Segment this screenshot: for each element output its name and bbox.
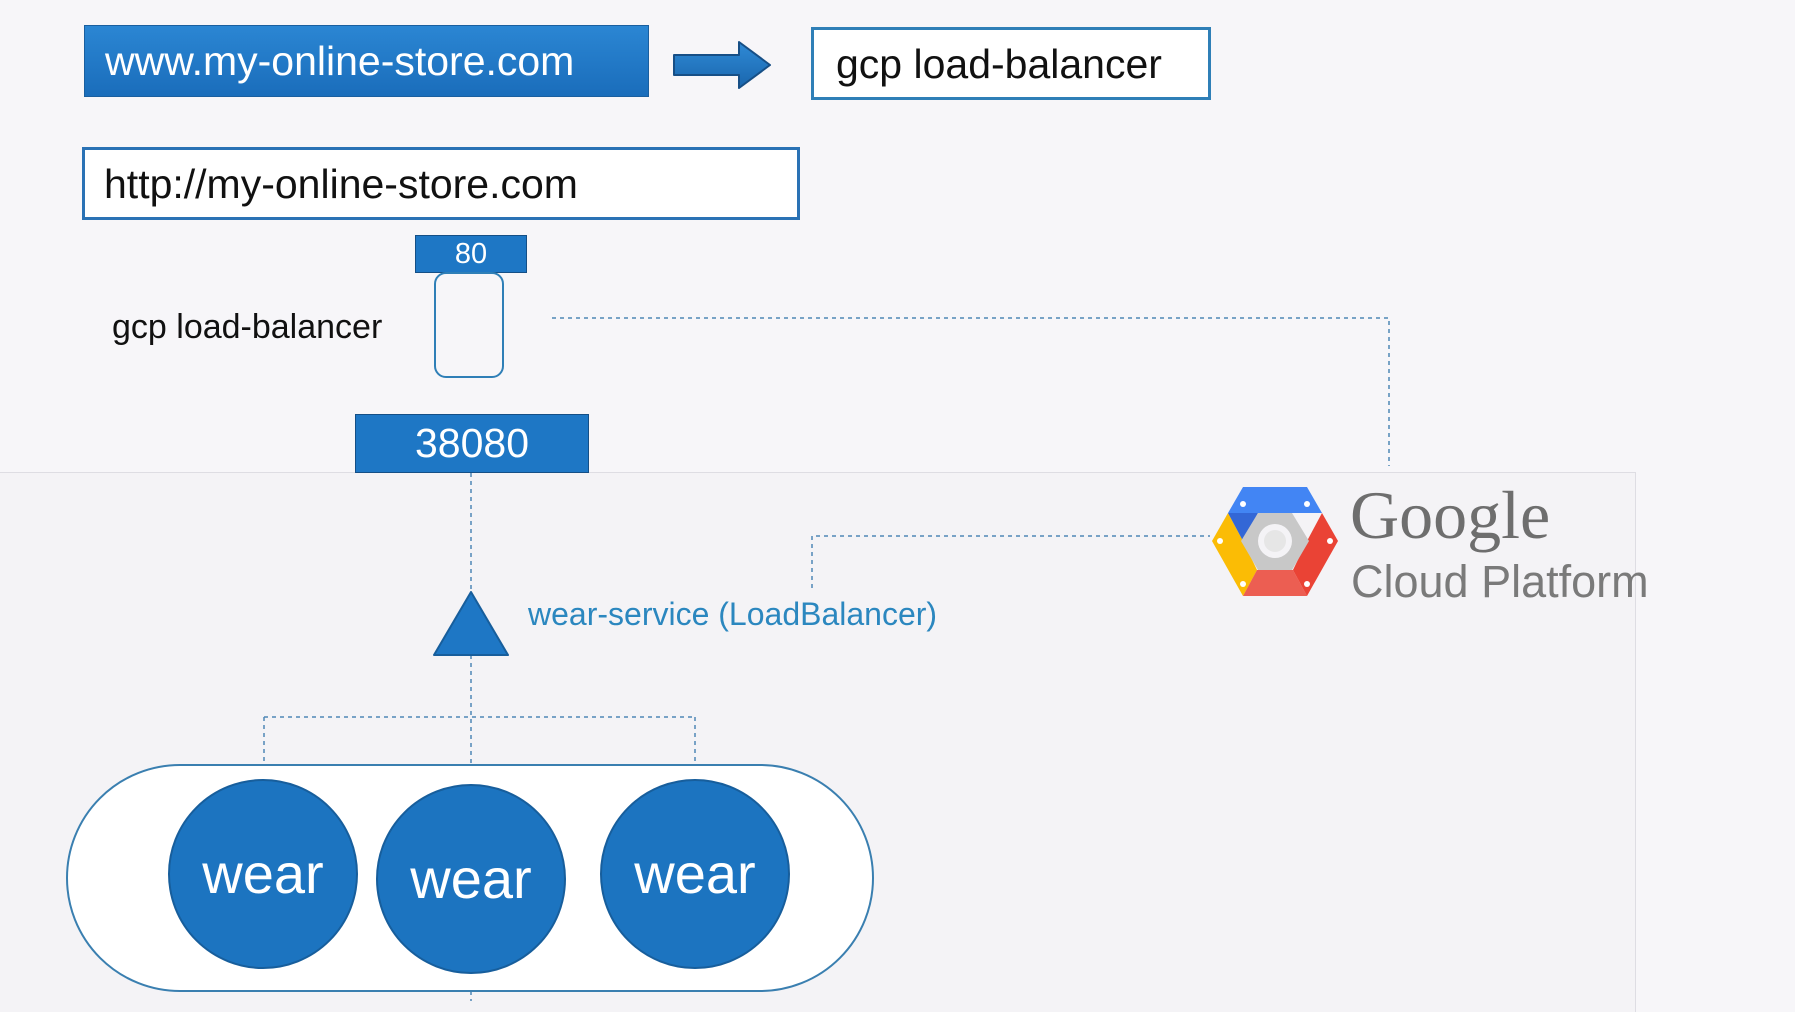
lb-to-gcp-connector [552,317,1390,466]
domain-label-box: www.my-online-store.com [84,25,649,97]
url-address-box: http://my-online-store.com [82,147,800,220]
service-label: wear-service (LoadBalancer) [528,596,938,632]
load-balancer-node [434,272,504,378]
pod-wear-3: wear [600,779,790,969]
gcp-hexagon-icon [1212,487,1338,596]
gcp-google-wordmark: Google [1350,477,1551,553]
gcp-cloud-platform-wordmark: Cloud Platform [1351,556,1649,607]
pod-wear-2: wear [376,784,566,974]
service-to-gcp-connector [811,535,1210,588]
load-balancer-label-box: gcp load-balancer [811,27,1211,100]
port-80-badge: 80 [415,235,527,273]
arrow-right-icon [673,41,771,89]
service-triangle-icon [433,591,509,656]
node-port-badge: 38080 [355,414,589,473]
pod-wear-1: wear [168,779,358,969]
load-balancer-label: gcp load-balancer [112,308,383,346]
